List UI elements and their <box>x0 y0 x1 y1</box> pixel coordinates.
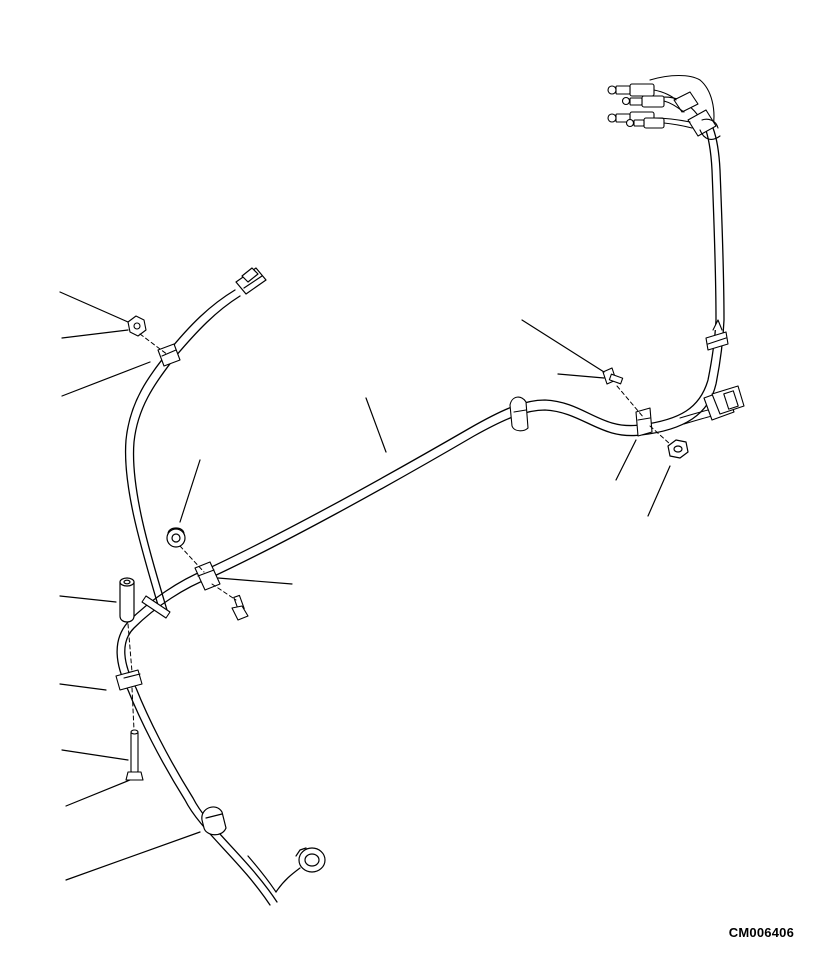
harness-clip <box>635 407 653 437</box>
main-harness <box>116 127 725 906</box>
figure-code: CM006406 <box>728 925 794 940</box>
front-wiring-harness-connector <box>607 74 721 140</box>
upper-branch-harness <box>124 289 241 613</box>
flange-nut <box>127 315 147 337</box>
long-bolt <box>125 729 144 781</box>
bolt <box>602 367 624 385</box>
harness-bracket <box>141 595 171 619</box>
harness-clip <box>509 396 529 432</box>
harness-clip <box>157 343 181 367</box>
flange-nut <box>166 527 186 548</box>
right-side-connector <box>679 385 745 425</box>
lower-wiring-harness-plug <box>247 847 326 893</box>
harness-clip <box>705 319 729 351</box>
bolt <box>231 594 249 621</box>
upper-wiring-harness-connector <box>235 267 267 295</box>
spacer <box>119 577 135 623</box>
harness-clip <box>115 669 143 691</box>
flange-nut <box>667 439 689 459</box>
grommet <box>201 806 227 836</box>
leader-lines <box>59 291 671 881</box>
assembly-lines <box>127 333 671 731</box>
